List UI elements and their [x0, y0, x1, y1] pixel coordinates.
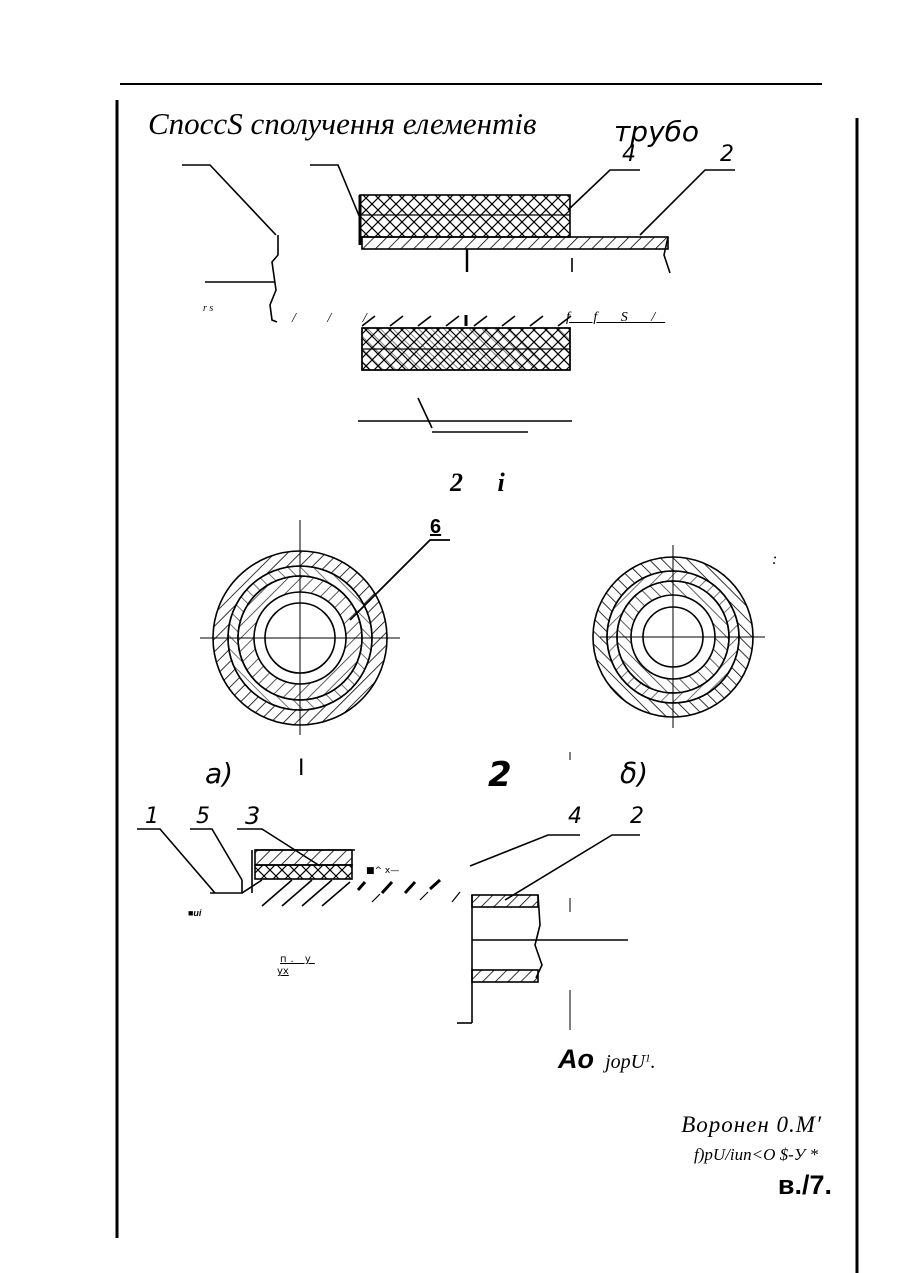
- bottom-label-center: 2: [488, 758, 512, 792]
- circle-callout-6: 6: [430, 517, 441, 537]
- page-title: СпоccS сполучення елементів: [148, 108, 536, 139]
- author-line-1: Воронен 0.M′: [681, 1113, 822, 1136]
- bottom-noise-yx: ух: [277, 967, 289, 977]
- top-pipe-joint-drawing: [182, 165, 735, 432]
- bottom-noise-pu: п. у: [280, 955, 315, 965]
- bottom-left-joint-drawing: [137, 829, 460, 906]
- circles-caption: 2 i: [450, 470, 519, 496]
- bottom-label-a: a): [205, 760, 233, 788]
- top-callout-2: 2: [720, 144, 734, 166]
- bottom-noise-ui: ■ui: [188, 909, 201, 918]
- bottom-callout-2: 2: [630, 806, 644, 828]
- top-noise-slashes: / / /: [292, 312, 381, 326]
- bottom-right-joint-drawing: [457, 752, 640, 1030]
- right-cross-section: [593, 545, 765, 728]
- bottom-callout-4: 4: [568, 806, 582, 828]
- figure-caption-italic: jopU: [605, 1051, 645, 1073]
- bottom-noise-arrow: ■^ x—: [366, 867, 399, 876]
- author-line-2: f)pU/iun<O $-У *: [694, 1146, 818, 1163]
- figure-caption: Ao jopU1.: [558, 1046, 656, 1073]
- left-cross-section: [200, 520, 450, 735]
- bottom-callout-5: 5: [196, 806, 210, 828]
- figure-caption-dot: .: [651, 1051, 656, 1073]
- figure-caption-bold: Ao: [558, 1044, 594, 1074]
- page-number: в./7.: [778, 1172, 832, 1199]
- bottom-callout-1: 1: [145, 806, 159, 828]
- page-title-text: СпоccS сполучення елементів: [148, 106, 536, 141]
- bottom-callout-3: 3: [245, 804, 260, 828]
- bottom-label-b: δ): [620, 760, 648, 788]
- circle-right-mark: :: [772, 552, 777, 568]
- top-noise-left: r s: [203, 304, 213, 314]
- top-callout-4: 4: [622, 144, 636, 166]
- bottom-label-a-mark: I: [298, 758, 305, 780]
- top-noise-right: f f S /: [566, 311, 665, 325]
